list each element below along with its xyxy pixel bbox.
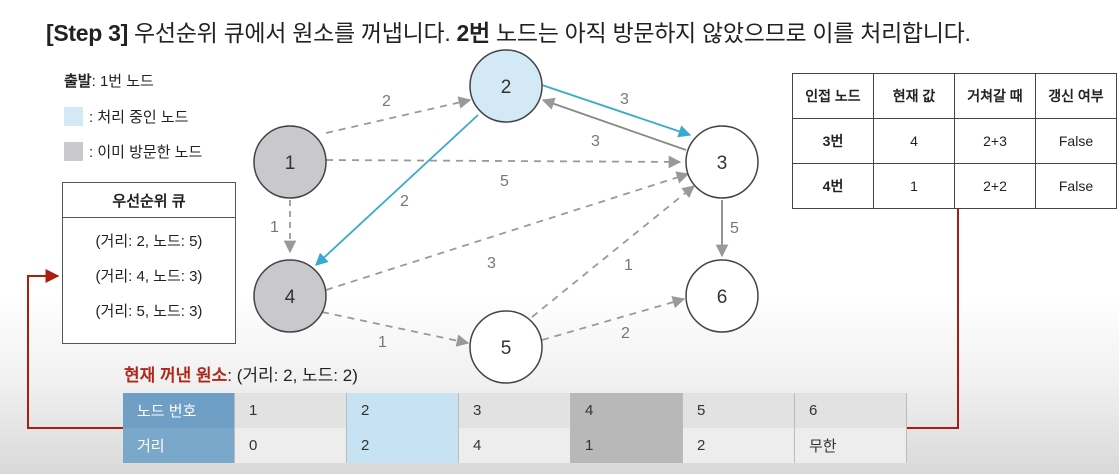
legend-processing: : 처리 중인 노드 [64,106,188,127]
graph-node-6: 6 [685,259,759,333]
column-header: 인접 노드 [792,73,874,119]
edge-weight-label: 1 [270,219,279,236]
graph-node-2: 2 [469,49,543,123]
legend-start-value: : 1번 노드 [91,73,154,90]
distance-cell: 2 [346,428,459,463]
queue-item: (거리: 5, 노드: 3) [95,303,203,320]
edge-1-3: 5 [325,155,682,190]
table-cell: 2+3 [954,118,1036,164]
node-label: 5 [501,338,512,359]
legend-processing-label: : 처리 중인 노드 [89,109,189,126]
connector-table-to-queue [27,269,123,429]
distance-cell: 5 [682,393,795,428]
node-label: 2 [501,77,512,98]
title-text-1: 우선순위 큐에서 원소를 꺼냅니다. [127,20,457,46]
table-row: 4번 1 2+2 False [792,163,1117,209]
distance-table: 노드 번호 1 2 3 4 5 6 거리 0 2 4 1 2 무한 [123,393,907,463]
table-cell: 1 [873,163,955,209]
adjacency-header-row: 인접 노드 현재 값 거쳐갈 때 갱신 여부 [792,73,1117,119]
distance-row: 거리 0 2 4 1 2 무한 [123,428,907,463]
distance-cell: 2 [682,428,795,463]
priority-queue-title: 우선순위 큐 [63,183,235,218]
edge-weight-label: 3 [591,133,600,150]
legend-visited-label: : 이미 방문한 노드 [89,144,203,161]
edge-1-4: 1 [270,200,297,254]
column-header: 갱신 여부 [1035,73,1117,119]
step-title: [Step 3] 우선순위 큐에서 원소를 꺼냅니다. 2번 노드는 아직 방문… [46,14,971,48]
current-element-value: : (거리: 2, 노드: 2) [227,366,358,385]
column-header: 현재 값 [873,73,955,119]
connector-adjacency-to-distance [886,206,959,435]
adjacency-table: 인접 노드 현재 값 거쳐갈 때 갱신 여부 3번 4 2+3 False 4번… [792,73,1117,209]
column-header: 거쳐갈 때 [954,73,1036,119]
queue-item: (거리: 4, 노드: 3) [95,268,203,285]
node-label: 1 [285,153,296,174]
edge-weight-label: 1 [378,334,387,351]
table-cell: 3번 [792,118,874,164]
edge-4-3: 3 [325,171,690,291]
current-element-label: 현재 꺼낸 원소 [124,366,228,385]
node-label: 3 [717,153,728,174]
edge-weight-label: 5 [730,220,739,237]
edge-3-6: 5 [715,200,739,258]
distance-cell: 0 [234,428,347,463]
edge-3-2: 3 [541,97,687,151]
edge-weight-label: 2 [621,325,630,342]
visited-swatch [64,142,83,161]
distance-cell: 4 [570,393,683,428]
table-cell: False [1035,118,1117,164]
legend-visited: : 이미 방문한 노드 [64,141,202,162]
row-header: 거리 [123,428,235,463]
edge-weight-label: 1 [624,257,633,274]
processing-swatch [64,107,83,126]
table-cell: False [1035,163,1117,209]
table-cell: 2+2 [954,163,1036,209]
queue-item: (거리: 2, 노드: 5) [95,233,203,250]
table-row: 3번 4 2+3 False [792,118,1117,164]
edge-1-2: 2 [325,93,472,134]
edge-2-4: 2 [315,114,479,266]
graph-node-3: 3 [685,125,759,199]
edge-4-5: 1 [321,311,470,351]
current-element: 현재 꺼낸 원소: (거리: 2, 노드: 2) [124,361,358,386]
table-cell: 4번 [792,163,874,209]
table-cell: 4 [873,118,955,164]
priority-queue: 우선순위 큐 (거리: 2, 노드: 5) (거리: 4, 노드: 3) (거리… [62,182,236,344]
graph-node-5: 5 [469,310,543,384]
step-label: [Step 3] [46,20,128,46]
distance-cell: 4 [458,428,571,463]
node-label: 6 [717,287,728,308]
edge-5-3: 1 [531,185,695,318]
edge-5-6: 2 [541,296,686,342]
distance-cell: 무한 [794,428,907,463]
distance-cell: 6 [794,393,907,428]
distance-cell: 1 [234,393,347,428]
title-text-2: 노드는 아직 방문하지 않았으므로 이를 처리합니다. [489,20,971,46]
node-number-row: 노드 번호 1 2 3 4 5 6 [123,393,907,428]
legend-start: 출발: 1번 노드 [64,70,154,91]
edge-2-3: 3 [541,84,692,138]
distance-cell: 1 [570,428,683,463]
edge-weight-label: 2 [382,93,391,110]
row-header: 노드 번호 [123,393,235,428]
legend-start-label: 출발 [64,73,92,90]
distance-cell: 2 [346,393,459,428]
title-bold-node: 2번 [456,20,491,46]
edge-weight-label: 3 [487,255,496,272]
graph-node-1: 1 [253,125,327,199]
graph-node-4: 4 [253,259,327,333]
edge-weight-label: 2 [400,193,409,210]
distance-cell: 3 [458,393,571,428]
edge-weight-label: 3 [620,91,629,108]
edge-weight-label: 5 [500,173,509,190]
node-label: 4 [285,287,296,308]
